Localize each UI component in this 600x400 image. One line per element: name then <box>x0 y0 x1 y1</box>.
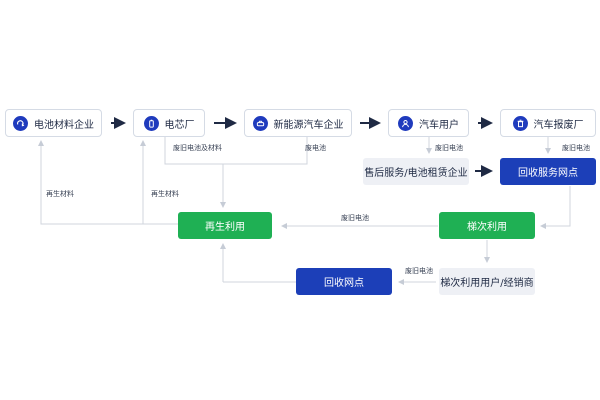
node-label: 汽车报废厂 <box>533 119 584 131</box>
line-cell-nev-to-regen <box>164 137 308 165</box>
battery-icon <box>143 115 159 131</box>
user-icon <box>398 115 413 131</box>
node-cascade-use: 梯次利用 <box>439 212 535 239</box>
recycle-icon <box>13 115 28 131</box>
node-after-sales: 售后服务/电池租赁企业 <box>363 158 469 185</box>
arrow-recycle-to-cascade <box>540 186 571 229</box>
edge-label-regen-to-material: 再生材料 <box>46 190 74 198</box>
node-cascade-users: 梯次利用用户/经销商 <box>439 268 535 295</box>
edge-label-cascade-to-regen: 废旧电池 <box>341 214 369 222</box>
node-label: 电池材料企业 <box>34 119 94 131</box>
edge-label-scrap-down: 废旧电池 <box>562 144 590 152</box>
node-label: 梯次利用用户/经销商 <box>440 278 534 289</box>
node-label: 汽车用户 <box>419 119 459 131</box>
edge-label-cell-to-regen: 废旧电池及材料 <box>173 144 222 152</box>
edge-label-nev-to-regen: 废电池 <box>305 144 326 152</box>
node-recycle-point-top: 回收服务网点 <box>500 158 596 185</box>
node-recycle-point-bottom: 回收网点 <box>296 268 392 295</box>
edge-label-users-to-point: 废旧电池 <box>405 267 433 275</box>
edge-label-regen-to-cell: 再生材料 <box>151 190 179 198</box>
node-label: 新能源汽车企业 <box>273 119 344 131</box>
node-label: 梯次利用 <box>467 222 507 233</box>
node-battery-material: 电池材料企业 <box>5 109 102 137</box>
node-label: 回收服务网点 <box>518 168 578 179</box>
node-scrap-factory: 汽车报废厂 <box>500 109 596 137</box>
node-label: 回收网点 <box>324 278 364 289</box>
node-label: 电芯厂 <box>164 119 195 131</box>
node-cell-factory: 电芯厂 <box>133 109 205 137</box>
node-nev-maker: 新能源汽车企业 <box>244 109 352 137</box>
node-label: 售后服务/电池租赁企业 <box>364 168 468 179</box>
arrow-regen-to-material <box>38 140 178 225</box>
node-regeneration: 再生利用 <box>178 212 272 239</box>
node-label: 再生利用 <box>205 222 245 233</box>
trash-icon <box>512 115 528 131</box>
edge-label-user-down: 废旧电池 <box>435 144 463 152</box>
car-icon <box>252 115 268 131</box>
node-car-user: 汽车用户 <box>388 109 469 137</box>
